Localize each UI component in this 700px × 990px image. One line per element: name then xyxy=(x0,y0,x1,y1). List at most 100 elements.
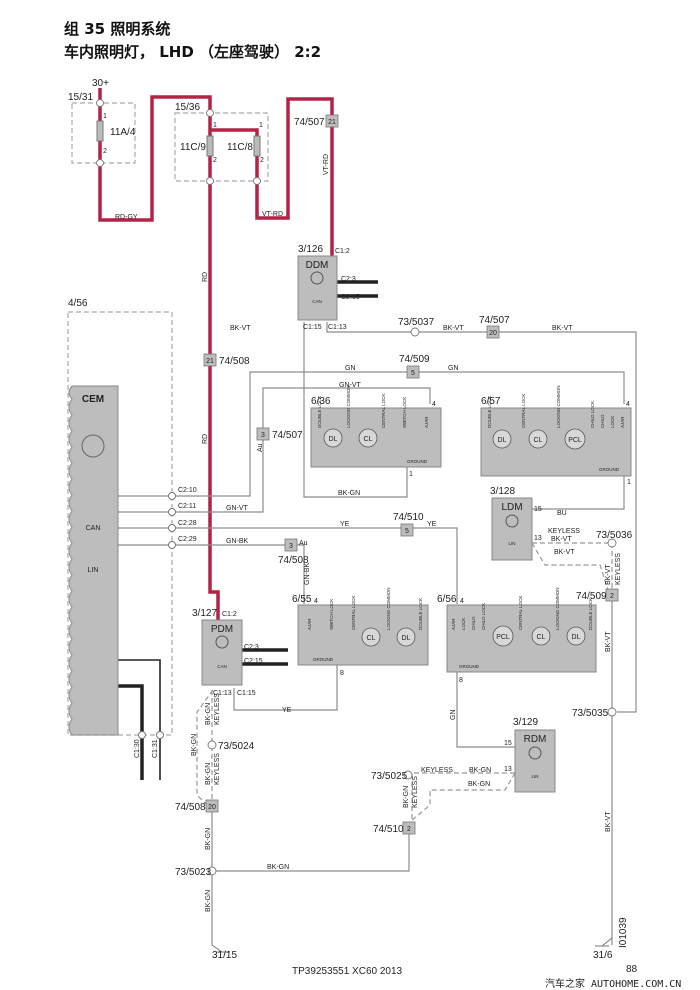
pin-label: C1:2 xyxy=(222,611,237,618)
cem-lin: LIN xyxy=(88,567,99,574)
wire-label: VT-RD xyxy=(262,211,283,218)
door-lock-6-36: 6/36 4 1 DL CL DOUBLE LOCK LOCKING COMMO… xyxy=(310,385,442,478)
wire-label: Au xyxy=(257,443,264,452)
pin-label: C2:15 xyxy=(244,658,263,665)
pin-label: C2:3 xyxy=(244,644,259,651)
wire-label: BK-GN xyxy=(403,786,410,808)
pin-label: 15 xyxy=(504,740,512,747)
pin-label: C2:3 xyxy=(341,276,356,283)
motor-cl: CL xyxy=(534,437,543,444)
fusebox-15-36 xyxy=(174,112,269,182)
fuse2-label: 11C/9 xyxy=(180,142,206,153)
wire-label: YE xyxy=(282,707,292,714)
pin-label: C2:15 xyxy=(341,294,360,301)
splice-label: 73/5024 xyxy=(218,741,255,752)
module-name: DDM xyxy=(306,260,329,271)
wire-label: BK-VT xyxy=(551,536,572,543)
lock-id: 6/56 xyxy=(437,594,457,605)
wire-label: BK-GN xyxy=(468,781,490,788)
pin-label: 4 xyxy=(314,598,318,605)
connector-pin: 3 xyxy=(289,543,293,550)
wire-label: BK-VT xyxy=(554,549,575,556)
connector-label: 74/507 xyxy=(272,430,303,441)
wire-label: Au xyxy=(299,540,308,547)
connector-label: 74/510 xyxy=(393,512,424,523)
lock-label: CHILD LOCK xyxy=(481,603,486,630)
lock-label: GROUND xyxy=(407,459,428,464)
lock-id: 6/36 xyxy=(311,396,331,407)
pin-label: 4 xyxy=(460,598,464,605)
module-id: 3/128 xyxy=(490,486,515,497)
door-lock-6-56: 6/56 4 8 PCL CL DL AJAR LOCK CHILD CHILD… xyxy=(437,587,597,684)
connector-label: 74/510 xyxy=(373,824,404,835)
connector-label: 74/509 xyxy=(576,591,607,602)
wire-label: YE xyxy=(427,521,437,528)
pin-label: 4 xyxy=(626,401,630,408)
watermark: 汽车之家 AUTOHOME.COM.CN xyxy=(545,977,681,990)
pin-label: 15 xyxy=(534,506,542,513)
wire-label: GN-VT xyxy=(226,505,249,512)
lock-label: AJAR xyxy=(307,618,312,630)
pin-label: 13 xyxy=(534,535,542,542)
lock-label: GROUND xyxy=(599,467,620,472)
lock-label: DOUBLE LOCK xyxy=(317,396,322,428)
module-name: LDM xyxy=(501,502,522,513)
connector-label: 74/508 xyxy=(219,356,250,367)
ldm-module: 3/128 LDM LIN 15 13 xyxy=(490,486,542,561)
pin-label: 1 xyxy=(259,122,263,129)
module-lin: LIN xyxy=(508,541,515,546)
lock-label: SWITCH LOCK xyxy=(329,599,334,630)
lock-label: GROUND xyxy=(313,657,334,662)
splice-label: 73/5035 xyxy=(572,708,609,719)
lock-label: CHILD xyxy=(600,414,605,428)
page-subtitle: 车内照明灯， LHD （左座驾驶） 2:2 xyxy=(64,43,322,61)
wire-label: BK-VT xyxy=(605,564,612,585)
wire-label: BK-GN xyxy=(205,890,212,912)
pin-label: 2 xyxy=(213,157,217,164)
wire-label: BK-GN xyxy=(338,490,360,497)
wire-label: KEYLESS xyxy=(412,776,419,808)
door-lock-6-55: 6/55 4 8 CL DL AJAR SWITCH LOCK CENTRAL … xyxy=(292,587,429,677)
pin-label: C1:2 xyxy=(335,248,350,255)
connector-pin: 5 xyxy=(411,370,415,377)
wire-label: YE xyxy=(340,521,350,528)
motor-pcl: PCL xyxy=(496,634,510,641)
lock-label: CENTRAL LOCK xyxy=(351,596,356,630)
wire-label: BK-VT xyxy=(605,811,612,832)
lock-label: LOCK xyxy=(610,416,615,428)
connector-pin: 21 xyxy=(206,358,214,365)
connector-pin: 2 xyxy=(610,593,614,600)
pin-label: C1:15 xyxy=(237,690,256,697)
pin-label: 2 xyxy=(260,157,264,164)
splice-label: 73/5025 xyxy=(371,771,408,782)
wire-label: BK-GN xyxy=(205,703,212,725)
wire-label: RD-GY xyxy=(115,214,138,221)
connector-label: 74/508 xyxy=(175,802,206,813)
power-supply: 30+ 15/31 15/36 11A/4 1 2 11C/9 11C/8 1 … xyxy=(68,78,339,620)
lock-label: LOCKING COMMON xyxy=(555,587,560,630)
connector-pin: 20 xyxy=(208,804,216,811)
lock-label: CHILD LOCK xyxy=(590,401,595,428)
wire-label: KEYLESS xyxy=(214,693,221,725)
pdm-module: 3/127 PDM CAN C1:2 C2:3 C2:15 C1:13 C1:1… xyxy=(192,608,263,697)
cem-can: CAN xyxy=(86,525,101,532)
fuse-11a4 xyxy=(96,120,104,142)
cem-module: 4/56 CEM CAN LIN C2:10 C2:11 C2:28 C2:29… xyxy=(67,298,197,758)
pin-label: C2:10 xyxy=(178,487,197,494)
lock-label: AJAR xyxy=(424,416,429,428)
pin-label: C2:11 xyxy=(178,503,196,510)
connector-label: 74/507 xyxy=(479,315,510,326)
wire-label: BK-GN xyxy=(267,864,289,871)
module-can: CAN xyxy=(312,299,322,304)
pin-label: C1:31 xyxy=(152,739,159,758)
cem-id: 4/56 xyxy=(68,298,88,309)
wire-label: GN xyxy=(448,365,459,372)
pin-label: 1 xyxy=(409,471,413,478)
module-name: RDM xyxy=(524,734,547,745)
pin-label: 2 xyxy=(103,148,107,155)
wire-label: BK-VT xyxy=(552,325,573,332)
fusebox1-label: 15/31 xyxy=(68,92,93,103)
connector-pin: 3 xyxy=(261,432,265,439)
pin-label: 4 xyxy=(432,401,436,408)
lock-label: LOCKING COMMON xyxy=(386,587,391,630)
